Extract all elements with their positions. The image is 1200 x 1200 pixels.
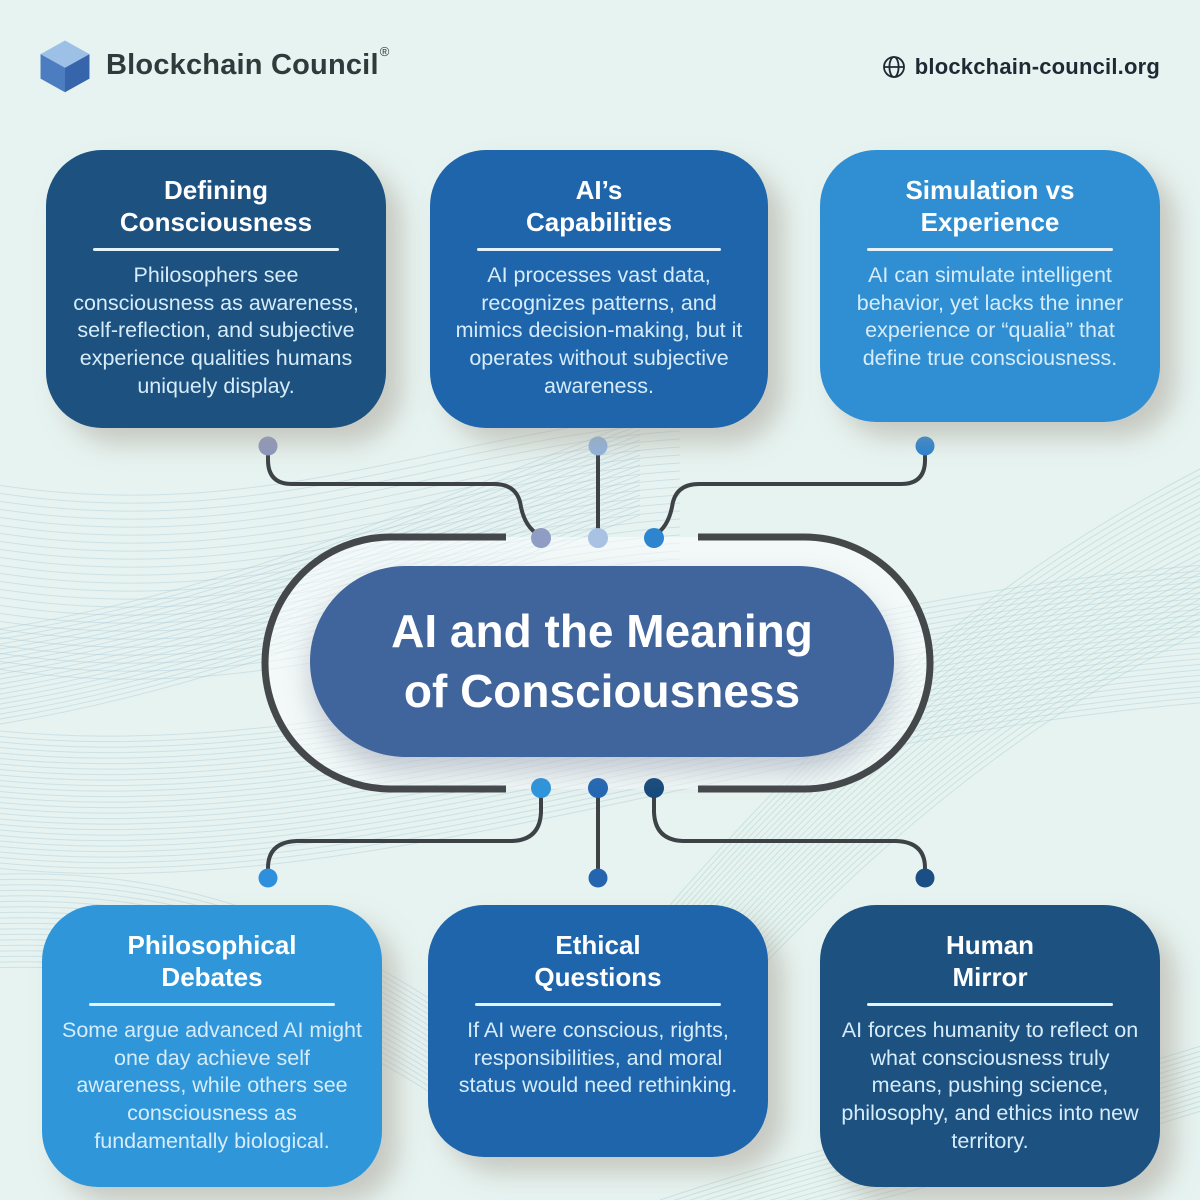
ring-bottom-center-dot [588, 778, 608, 798]
card-title-line1: Simulation vs [905, 175, 1075, 205]
top-left-box-dot [258, 436, 278, 456]
card-title-line2: Mirror [952, 962, 1028, 993]
card-body-text: AI can simulate intelligent behavior, ye… [856, 262, 1124, 371]
card-title: Human Mirror [840, 929, 1140, 993]
connector-bottom-right-line [652, 788, 927, 878]
connector-dots [258, 436, 935, 888]
ring-right-segment [698, 533, 934, 793]
bottom-center-box-dot [588, 868, 608, 888]
card-title: Philosophical Debates [62, 929, 362, 993]
card-divider [867, 248, 1113, 251]
bottom-left-box-dot [258, 868, 278, 888]
card-title-line2: Experience [920, 207, 1060, 238]
card-title: Ethical Questions [448, 929, 748, 993]
card-divider [867, 1003, 1113, 1006]
card-body-text: AI forces humanity to reflect on what co… [841, 1017, 1139, 1153]
ring-top-right-dot [644, 528, 664, 548]
card-body-text: AI processes vast data, recognizes patte… [455, 262, 743, 398]
ring-left-segment [261, 533, 506, 793]
blockchain-cube-icon [40, 40, 90, 93]
card-title: Simulation vs Experience [840, 174, 1140, 238]
card-body-text: Some argue advanced AI might one day ach… [62, 1017, 362, 1153]
card-divider [89, 1003, 335, 1006]
card-title-line1: AI’s [575, 175, 623, 205]
card-body-text: If AI were conscious, rights, responsibi… [458, 1017, 738, 1098]
website-url: blockchain-council.org [914, 54, 1160, 79]
card-defining-consciousness: Defining Consciousness Philosophers see … [46, 150, 386, 428]
top-right-box-dot [915, 436, 935, 456]
website: blockchain-council.org [882, 54, 1160, 80]
connector-top-left-line [266, 446, 541, 537]
brand-name: Blockchain Council® [106, 44, 389, 82]
ring-bottom-left-dot [531, 778, 551, 798]
card-simulation-vs-experience: Simulation vs Experience AI can simulate… [820, 150, 1160, 422]
card-title: Defining Consciousness [66, 174, 366, 238]
card-philosophical-debates: Philosophical Debates Some argue advance… [42, 905, 382, 1187]
bottom-right-box-dot [915, 868, 935, 888]
infographic-title: AI and the Meaning of Consciousness [391, 602, 813, 722]
card-title-line2: Consciousness [119, 207, 313, 238]
top-center-box-dot [588, 436, 608, 456]
card-divider [93, 248, 339, 251]
globe-icon [882, 56, 905, 78]
card-title-line1: Human [945, 930, 1035, 960]
card-title-line1: Defining [164, 175, 268, 205]
card-body-text: Philosophers see consciousness as awaren… [73, 262, 359, 398]
ring-top-left-dot [531, 528, 551, 548]
connector-bottom-left-line [266, 788, 543, 878]
card-ethical-questions: Ethical Questions If AI were conscious, … [428, 905, 768, 1157]
ring-bottom-right-dot [644, 778, 664, 798]
connector-lines [266, 446, 927, 878]
registered-trademark-symbol: ® [379, 44, 390, 60]
card-title-line1: Ethical [555, 930, 641, 960]
infographic-title-line1: AI and the Meaning [391, 604, 813, 657]
card-title-line2: Capabilities [526, 207, 672, 238]
card-title-line2: Questions [534, 962, 662, 993]
infographic-title-line2: of Consciousness [403, 664, 801, 717]
center-outline-ring [261, 533, 934, 793]
brand-name-text: Blockchain Council [106, 48, 379, 81]
center-title-pill: AI and the Meaning of Consciousness [310, 566, 894, 757]
header: Blockchain Council® blockchain-council.o… [0, 0, 1200, 115]
connector-top-right-line [653, 446, 927, 537]
card-divider [475, 1003, 721, 1006]
card-ais-capabilities: AI’s Capabilities AI processes vast data… [430, 150, 768, 428]
card-title-line1: Philosophical [127, 930, 297, 960]
card-human-mirror: Human Mirror AI forces humanity to refle… [820, 905, 1160, 1187]
ring-top-center-dot [588, 528, 608, 548]
card-title-line2: Debates [161, 962, 263, 993]
card-title: AI’s Capabilities [450, 174, 748, 238]
brand-logo: Blockchain Council® [36, 36, 389, 94]
card-divider [476, 248, 722, 251]
